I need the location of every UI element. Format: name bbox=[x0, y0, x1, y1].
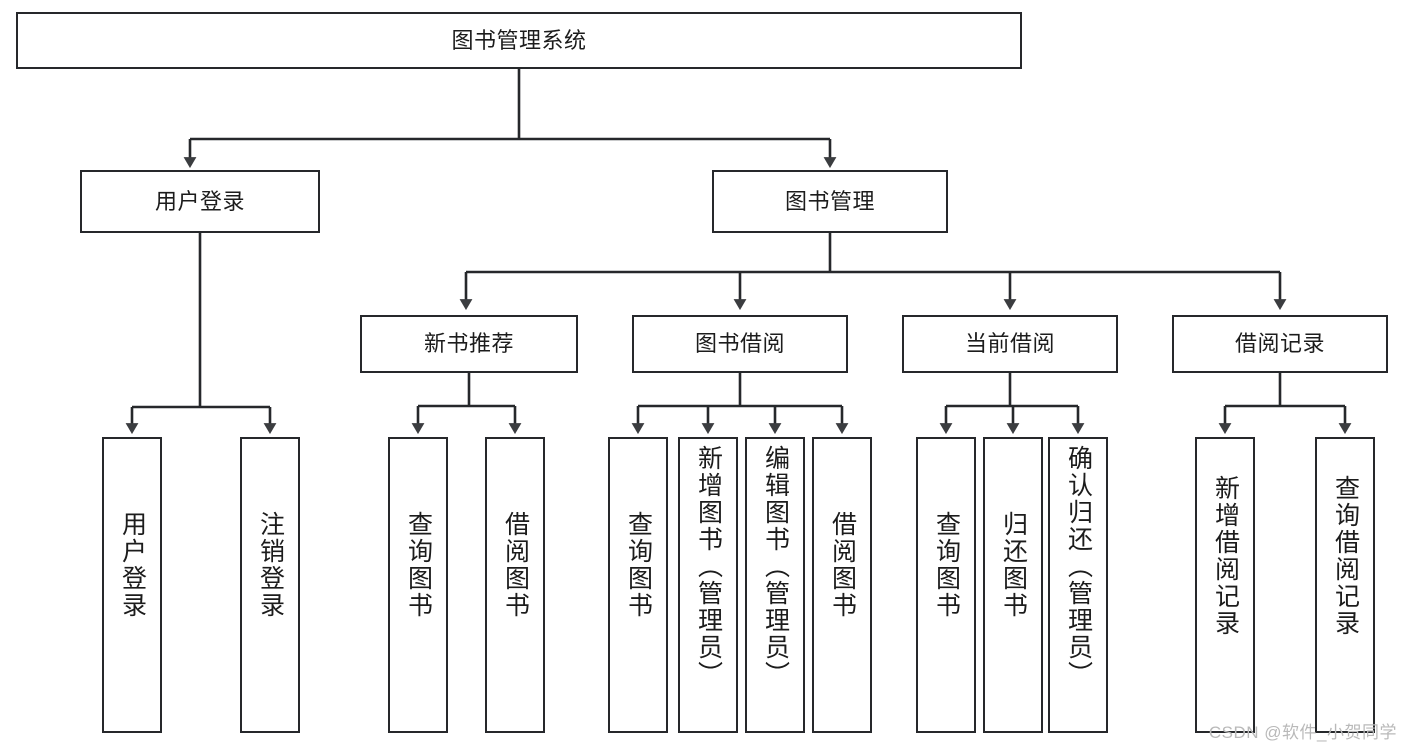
node-leaf-query-record[interactable]: 查询借阅记录 bbox=[1315, 437, 1375, 733]
node-label: 用户登录 bbox=[118, 511, 147, 619]
node-leaf-edit-book[interactable]: 编辑图书（管理员） bbox=[745, 437, 805, 733]
node-label: 借阅图书 bbox=[501, 511, 530, 619]
node-label: 查询图书 bbox=[404, 511, 433, 619]
csdn-watermark: CSDN @软件_小贺同学 bbox=[1208, 723, 1397, 742]
node-leaf-borrow-book-2[interactable]: 借阅图书 bbox=[812, 437, 872, 733]
node-label: 借阅图书 bbox=[828, 511, 857, 619]
node-book-borrow[interactable]: 图书借阅 bbox=[632, 315, 848, 373]
node-label: 归还图书 bbox=[999, 511, 1028, 619]
node-label: 图书管理 bbox=[784, 188, 875, 214]
node-label: 查询借阅记录 bbox=[1331, 475, 1360, 637]
node-leaf-query-book-2[interactable]: 查询图书 bbox=[608, 437, 668, 733]
node-leaf-user-login[interactable]: 用户登录 bbox=[102, 437, 162, 733]
node-label: 用户登录 bbox=[154, 188, 245, 214]
node-leaf-add-book[interactable]: 新增图书（管理员） bbox=[678, 437, 738, 733]
node-label: 编辑图书（管理员） bbox=[761, 445, 790, 688]
node-label: 确认归还（管理员） bbox=[1064, 445, 1093, 688]
node-label: 查询图书 bbox=[932, 511, 961, 619]
node-label: 新增图书（管理员） bbox=[694, 445, 723, 688]
node-leaf-query-book-1[interactable]: 查询图书 bbox=[388, 437, 448, 733]
node-leaf-borrow-book-1[interactable]: 借阅图书 bbox=[485, 437, 545, 733]
node-label: 新增借阅记录 bbox=[1211, 475, 1240, 637]
node-book-management[interactable]: 图书管理 bbox=[712, 170, 948, 233]
node-label: 图书管理系统 bbox=[451, 27, 587, 53]
node-new-book-recommend[interactable]: 新书推荐 bbox=[360, 315, 578, 373]
node-leaf-add-record[interactable]: 新增借阅记录 bbox=[1195, 437, 1255, 733]
node-user-login[interactable]: 用户登录 bbox=[80, 170, 320, 233]
node-current-borrow[interactable]: 当前借阅 bbox=[902, 315, 1118, 373]
node-leaf-query-book-3[interactable]: 查询图书 bbox=[916, 437, 976, 733]
node-leaf-confirm-return[interactable]: 确认归还（管理员） bbox=[1048, 437, 1108, 733]
node-label: 新书推荐 bbox=[423, 331, 514, 357]
node-leaf-logout-login[interactable]: 注销登录 bbox=[240, 437, 300, 733]
node-root-system[interactable]: 图书管理系统 bbox=[16, 12, 1022, 69]
node-borrow-record[interactable]: 借阅记录 bbox=[1172, 315, 1388, 373]
node-label: 注销登录 bbox=[256, 511, 285, 619]
node-label: 当前借阅 bbox=[964, 331, 1055, 357]
node-label: 借阅记录 bbox=[1234, 331, 1325, 357]
node-label: 查询图书 bbox=[624, 511, 653, 619]
node-label: 图书借阅 bbox=[694, 331, 785, 357]
node-leaf-return-book[interactable]: 归还图书 bbox=[983, 437, 1043, 733]
